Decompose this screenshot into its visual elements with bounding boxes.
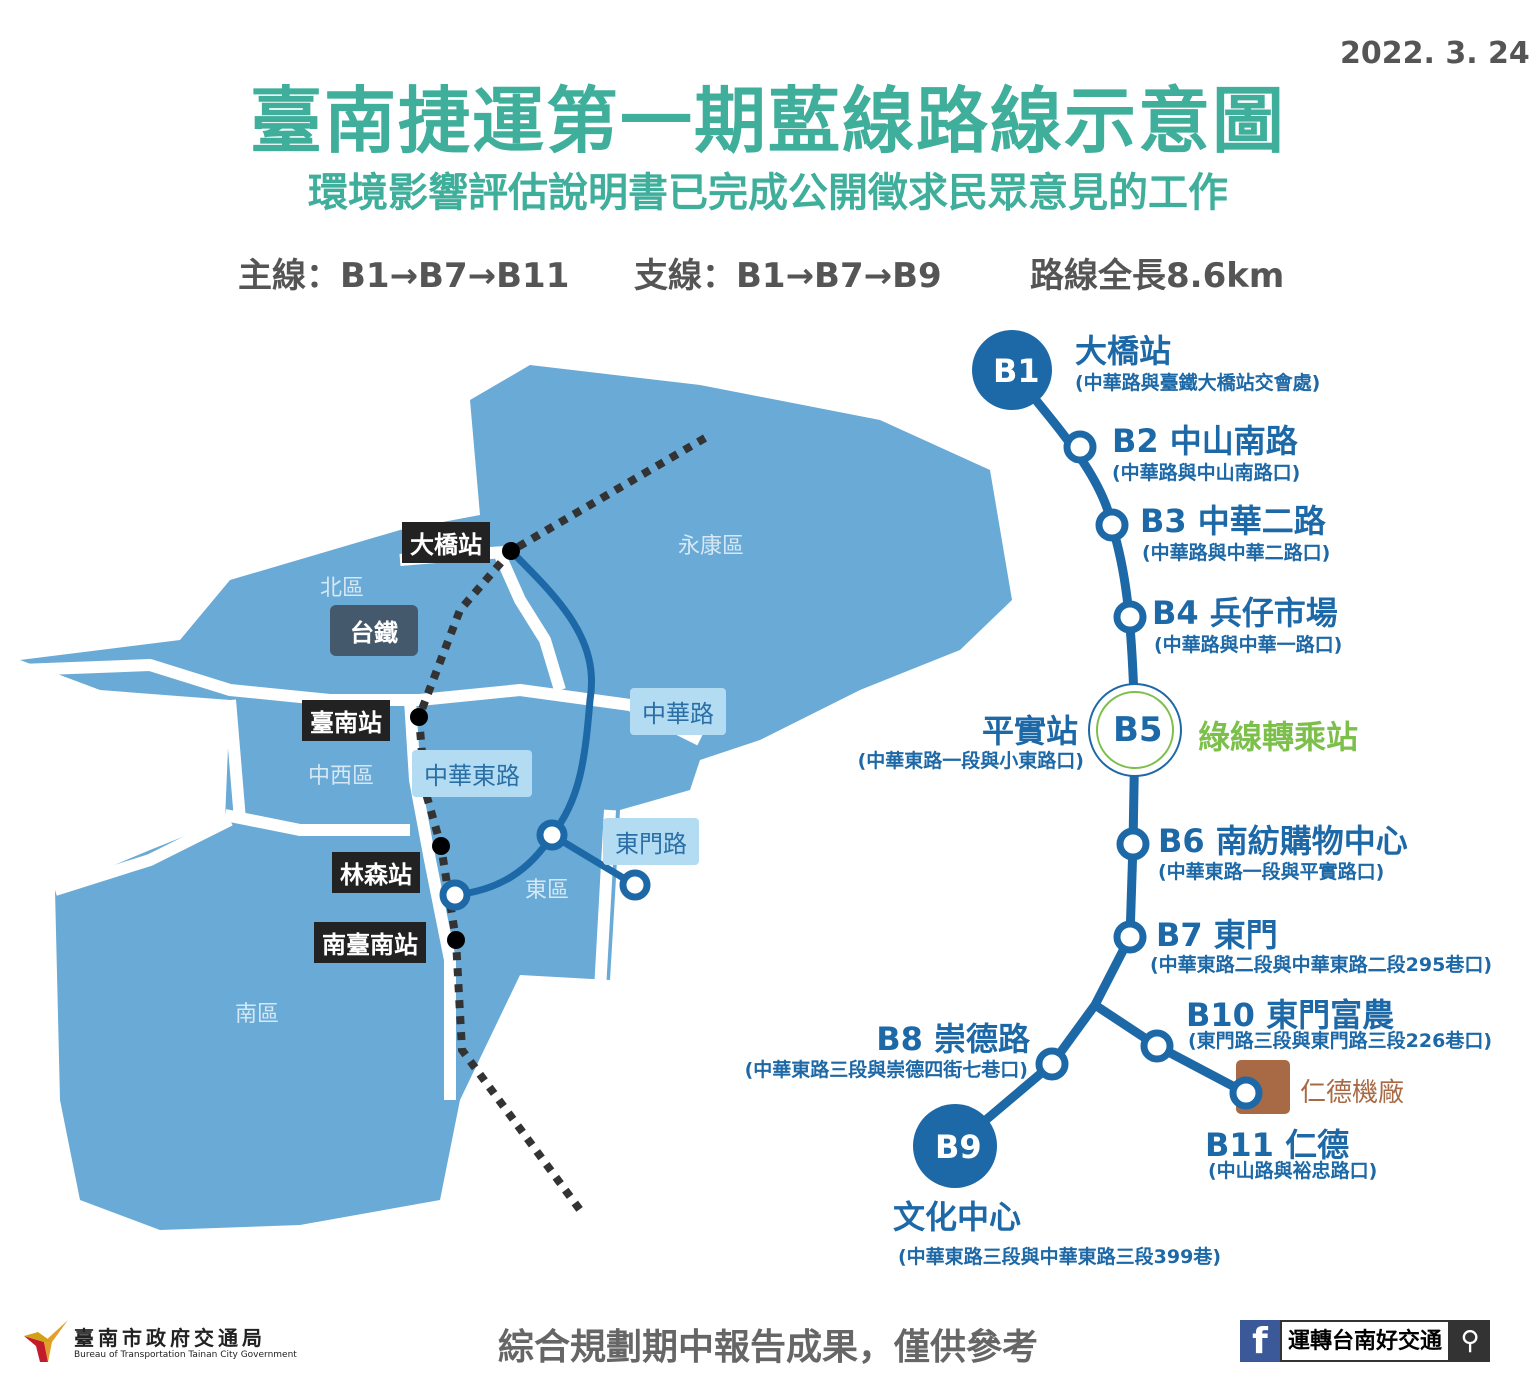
station-name: B7 東門 <box>1156 916 1278 954</box>
facebook-icon[interactable]: f <box>1240 1320 1280 1362</box>
road-label: 中華路 <box>630 688 726 735</box>
bureau-logo-icon <box>24 1320 68 1362</box>
station-code: B9 <box>935 1128 982 1166</box>
rail-station-label: 林森站 <box>332 852 420 893</box>
facebook-search-text[interactable]: 運轉台南好交通 <box>1280 1320 1451 1362</box>
map-blue-line <box>454 548 637 899</box>
transfer-label: 綠線轉乘站 <box>1198 718 1359 756</box>
station-name: B4 兵仔市場 <box>1152 594 1338 632</box>
station-address: (中華東路二段與中華東路二段295巷口) <box>1150 954 1493 976</box>
facebook-search-widget[interactable]: f 運轉台南好交通 ⚲ <box>1240 1320 1491 1362</box>
station-address: (中華東路一段與平實路口) <box>1158 861 1385 883</box>
district-map <box>19 365 1012 1230</box>
org-name: 臺南市政府交通局 <box>74 1326 266 1350</box>
district-label: 南區 <box>235 1002 280 1027</box>
station-address: (中華東路三段與崇德四街七巷口) <box>744 1059 1028 1081</box>
map-station-rings <box>439 819 651 911</box>
station-code: B1 <box>993 352 1040 390</box>
station-address: (中華路與中華二路口) <box>1142 542 1331 564</box>
depot-label: 仁德機廠 <box>1300 1078 1405 1108</box>
main-line-info: 主線：B1→B7→B11 <box>238 256 570 296</box>
station-address: (中華路與中華一路口) <box>1154 634 1343 656</box>
station-code: B5 <box>1113 710 1163 750</box>
district-label: 永康區 <box>678 534 745 559</box>
subtitle: 環境影響評估說明書已完成公開徵求民眾意見的工作 <box>308 170 1228 216</box>
district-label: 東區 <box>525 878 570 903</box>
rail-station-label: 南臺南站 <box>314 922 426 963</box>
date: 2022. 3. 24 <box>1340 36 1530 71</box>
search-icon[interactable]: ⚲ <box>1450 1320 1491 1362</box>
org-name-en: Bureau of Transportation Tainan City Gov… <box>74 1350 297 1360</box>
road-label: 東門路 <box>603 818 699 865</box>
district-label: 北區 <box>320 576 365 601</box>
station-name: 平實站 <box>981 712 1078 750</box>
station-address: (中華路與臺鐵大橋站交會處) <box>1075 372 1321 394</box>
page-title: 臺南捷運第一期藍線路線示意圖 <box>249 79 1286 163</box>
station-name: B11 仁德 <box>1205 1126 1350 1164</box>
station-address: (中山路與裕忠路口) <box>1208 1160 1378 1182</box>
b9-terminal-circle <box>913 1104 997 1188</box>
station-name: 文化中心 <box>893 1198 1022 1236</box>
station-address: (中華東路三段與中華東路三段399巷) <box>898 1246 1222 1268</box>
org-logo <box>22 1318 70 1368</box>
disclaimer: 綜合規劃期中報告成果，僅供參考 <box>497 1327 1038 1368</box>
branch-line-info: 支線：B1→B7→B9 <box>634 256 942 296</box>
rail-station-dots <box>410 542 520 949</box>
rail-label: 台鐵 <box>330 605 418 656</box>
rail-station-label: 臺南站 <box>302 700 390 741</box>
b1-terminal-circle <box>972 330 1052 410</box>
station-address: (中華路與中山南路口) <box>1112 462 1301 484</box>
rail-station-label: 大橋站 <box>402 522 490 563</box>
length-info: 路線全長8.6km <box>1030 256 1285 296</box>
road-label: 中華東路 <box>412 750 532 797</box>
station-rings <box>1035 430 1263 1110</box>
district-label: 中西區 <box>308 764 375 789</box>
station-name: B2 中山南路 <box>1112 422 1298 460</box>
station-name: B6 南紡購物中心 <box>1158 822 1408 860</box>
station-name: B3 中華二路 <box>1140 502 1326 540</box>
station-address: (東門路三段與東門路三段226巷口) <box>1188 1030 1493 1052</box>
station-name: B8 崇德路 <box>876 1020 1030 1058</box>
station-address: (中華東路一段與小東路口) <box>857 750 1084 772</box>
station-name: B10 東門富農 <box>1186 996 1395 1034</box>
station-name: 大橋站 <box>1075 332 1172 370</box>
